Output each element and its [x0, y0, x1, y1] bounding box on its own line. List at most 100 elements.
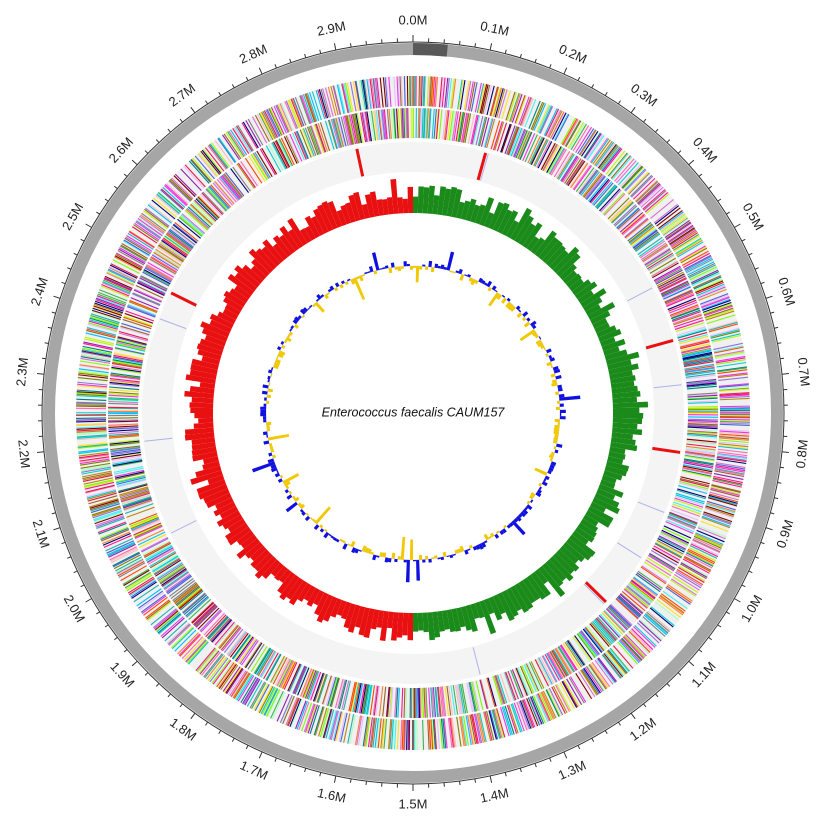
cds-reverse-gene: [378, 109, 383, 140]
cds-forward-gene: [140, 594, 166, 613]
cds-reverse-gene: [146, 547, 174, 563]
cds-reverse-gene: [123, 500, 153, 512]
gc-skew-positive-bar: [465, 198, 477, 222]
cds-reverse-gene: [472, 115, 481, 145]
cds-forward-gene: [96, 295, 126, 307]
cds-forward-gene: [370, 78, 376, 109]
cds-reverse-gene: [159, 243, 185, 261]
gc-content-above-bar: [557, 384, 563, 389]
cds-reverse-gene: [552, 649, 569, 677]
cds-forward-gene: [222, 666, 241, 692]
cds-reverse-gene: [565, 159, 584, 185]
cds-forward-gene: [597, 143, 617, 169]
cds-forward-gene: [87, 491, 117, 500]
cds-forward-gene: [317, 89, 327, 119]
gc-content-below-bar: [534, 334, 539, 339]
major-tick: [53, 527, 61, 531]
cds-forward-gene: [109, 266, 137, 281]
cds-forward-gene: [701, 296, 730, 309]
gc-skew-positive-bar: [610, 375, 636, 385]
cds-forward-gene: [352, 81, 360, 111]
cds-forward-gene: [178, 633, 201, 656]
cds-reverse-gene: [110, 372, 141, 378]
cds-forward-gene: [243, 678, 260, 705]
cds-forward-gene: [76, 402, 107, 405]
cds-reverse-gene: [658, 535, 687, 550]
cds-forward-gene: [79, 364, 110, 370]
cds-reverse-gene: [232, 166, 251, 192]
cds-forward-gene: [712, 477, 743, 485]
genome-title: Enterococcus faecalis CAUM157: [322, 405, 506, 419]
cds-reverse-gene: [197, 607, 220, 630]
cds-reverse-gene: [212, 620, 234, 644]
gc-skew-positive-bar: [594, 492, 620, 508]
cds-forward-gene: [107, 541, 135, 556]
cds-reverse-gene: [514, 668, 527, 697]
cds-reverse-gene: [253, 647, 271, 674]
cds-forward-gene: [710, 487, 740, 496]
trna-gene: [637, 501, 665, 513]
cds-forward-gene: [363, 79, 369, 110]
gc-content-below-bar: [319, 524, 324, 529]
cds-forward-gene: [605, 150, 626, 175]
cds-reverse-gene: [121, 494, 151, 505]
cds-reverse-gene: [624, 218, 649, 239]
gc-skew-positive-bar: [465, 604, 478, 633]
cds-forward-gene: [560, 117, 577, 145]
gc-content-below-bar: [552, 439, 558, 444]
cds-reverse-gene: [685, 447, 716, 453]
cds-forward-gene: [555, 684, 570, 712]
gc-content-above-bar: [376, 555, 380, 558]
cds-forward-gene: [144, 208, 169, 228]
cds-reverse-gene: [687, 401, 718, 404]
cds-forward-gene: [518, 96, 530, 126]
gc-skew-positive-bar: [534, 568, 548, 585]
cds-reverse-gene: [294, 131, 307, 160]
cds-reverse-gene: [433, 108, 437, 139]
cds-reverse-gene: [124, 312, 154, 324]
gc-content-above-bar: [467, 273, 471, 278]
gc-skew-positive-bar: [501, 210, 519, 236]
gc-content-below-bar: [496, 294, 502, 300]
cds-forward-gene: [76, 427, 107, 430]
cds-forward-gene: [619, 639, 641, 663]
gc-content-below-bar: [297, 502, 302, 507]
cds-forward-gene: [118, 248, 146, 265]
cds-forward-gene: [692, 538, 721, 553]
cds-forward-gene: [585, 134, 604, 160]
minor-tick: [708, 185, 713, 190]
minor-tick: [218, 730, 222, 735]
cds-reverse-gene: [152, 556, 179, 573]
cds-forward-gene: [372, 717, 378, 748]
cds-forward-gene: [388, 719, 392, 750]
cds-reverse-gene: [595, 185, 617, 209]
minor-tick: [123, 649, 128, 653]
rna-track-background: [142, 142, 684, 684]
gc-content-below-bar: [555, 406, 560, 411]
gc-content-below-bar: [516, 312, 523, 318]
gc-skew-negative-bar: [215, 497, 234, 510]
cds-forward-gene: [694, 279, 723, 293]
cds-reverse-gene: [118, 483, 148, 492]
cds-reverse-gene: [686, 385, 717, 390]
gc-content-below-bar: [361, 274, 366, 277]
gc-content-above-bar: [518, 309, 522, 313]
cds-reverse-gene: [162, 238, 188, 257]
gc-skew-positive-bar: [456, 201, 465, 219]
cds-reverse-gene: [457, 684, 464, 715]
cds-forward-gene: [84, 338, 114, 346]
cds-reverse-gene: [351, 113, 359, 144]
major-tick: [53, 295, 61, 299]
cds-forward-gene: [108, 268, 136, 283]
cds-reverse-gene: [348, 681, 356, 712]
cds-reverse-gene: [108, 391, 139, 395]
cds-forward-gene: [94, 300, 124, 312]
cds-forward-gene: [594, 140, 613, 166]
cds-reverse-gene: [130, 515, 159, 528]
cds-reverse-gene: [682, 464, 713, 471]
cds-forward-gene: [187, 641, 209, 665]
cds-reverse-gene: [665, 293, 694, 306]
cds-reverse-gene: [362, 112, 369, 142]
gc-content-below-bar: [507, 303, 514, 311]
cds-reverse-gene: [673, 499, 703, 510]
